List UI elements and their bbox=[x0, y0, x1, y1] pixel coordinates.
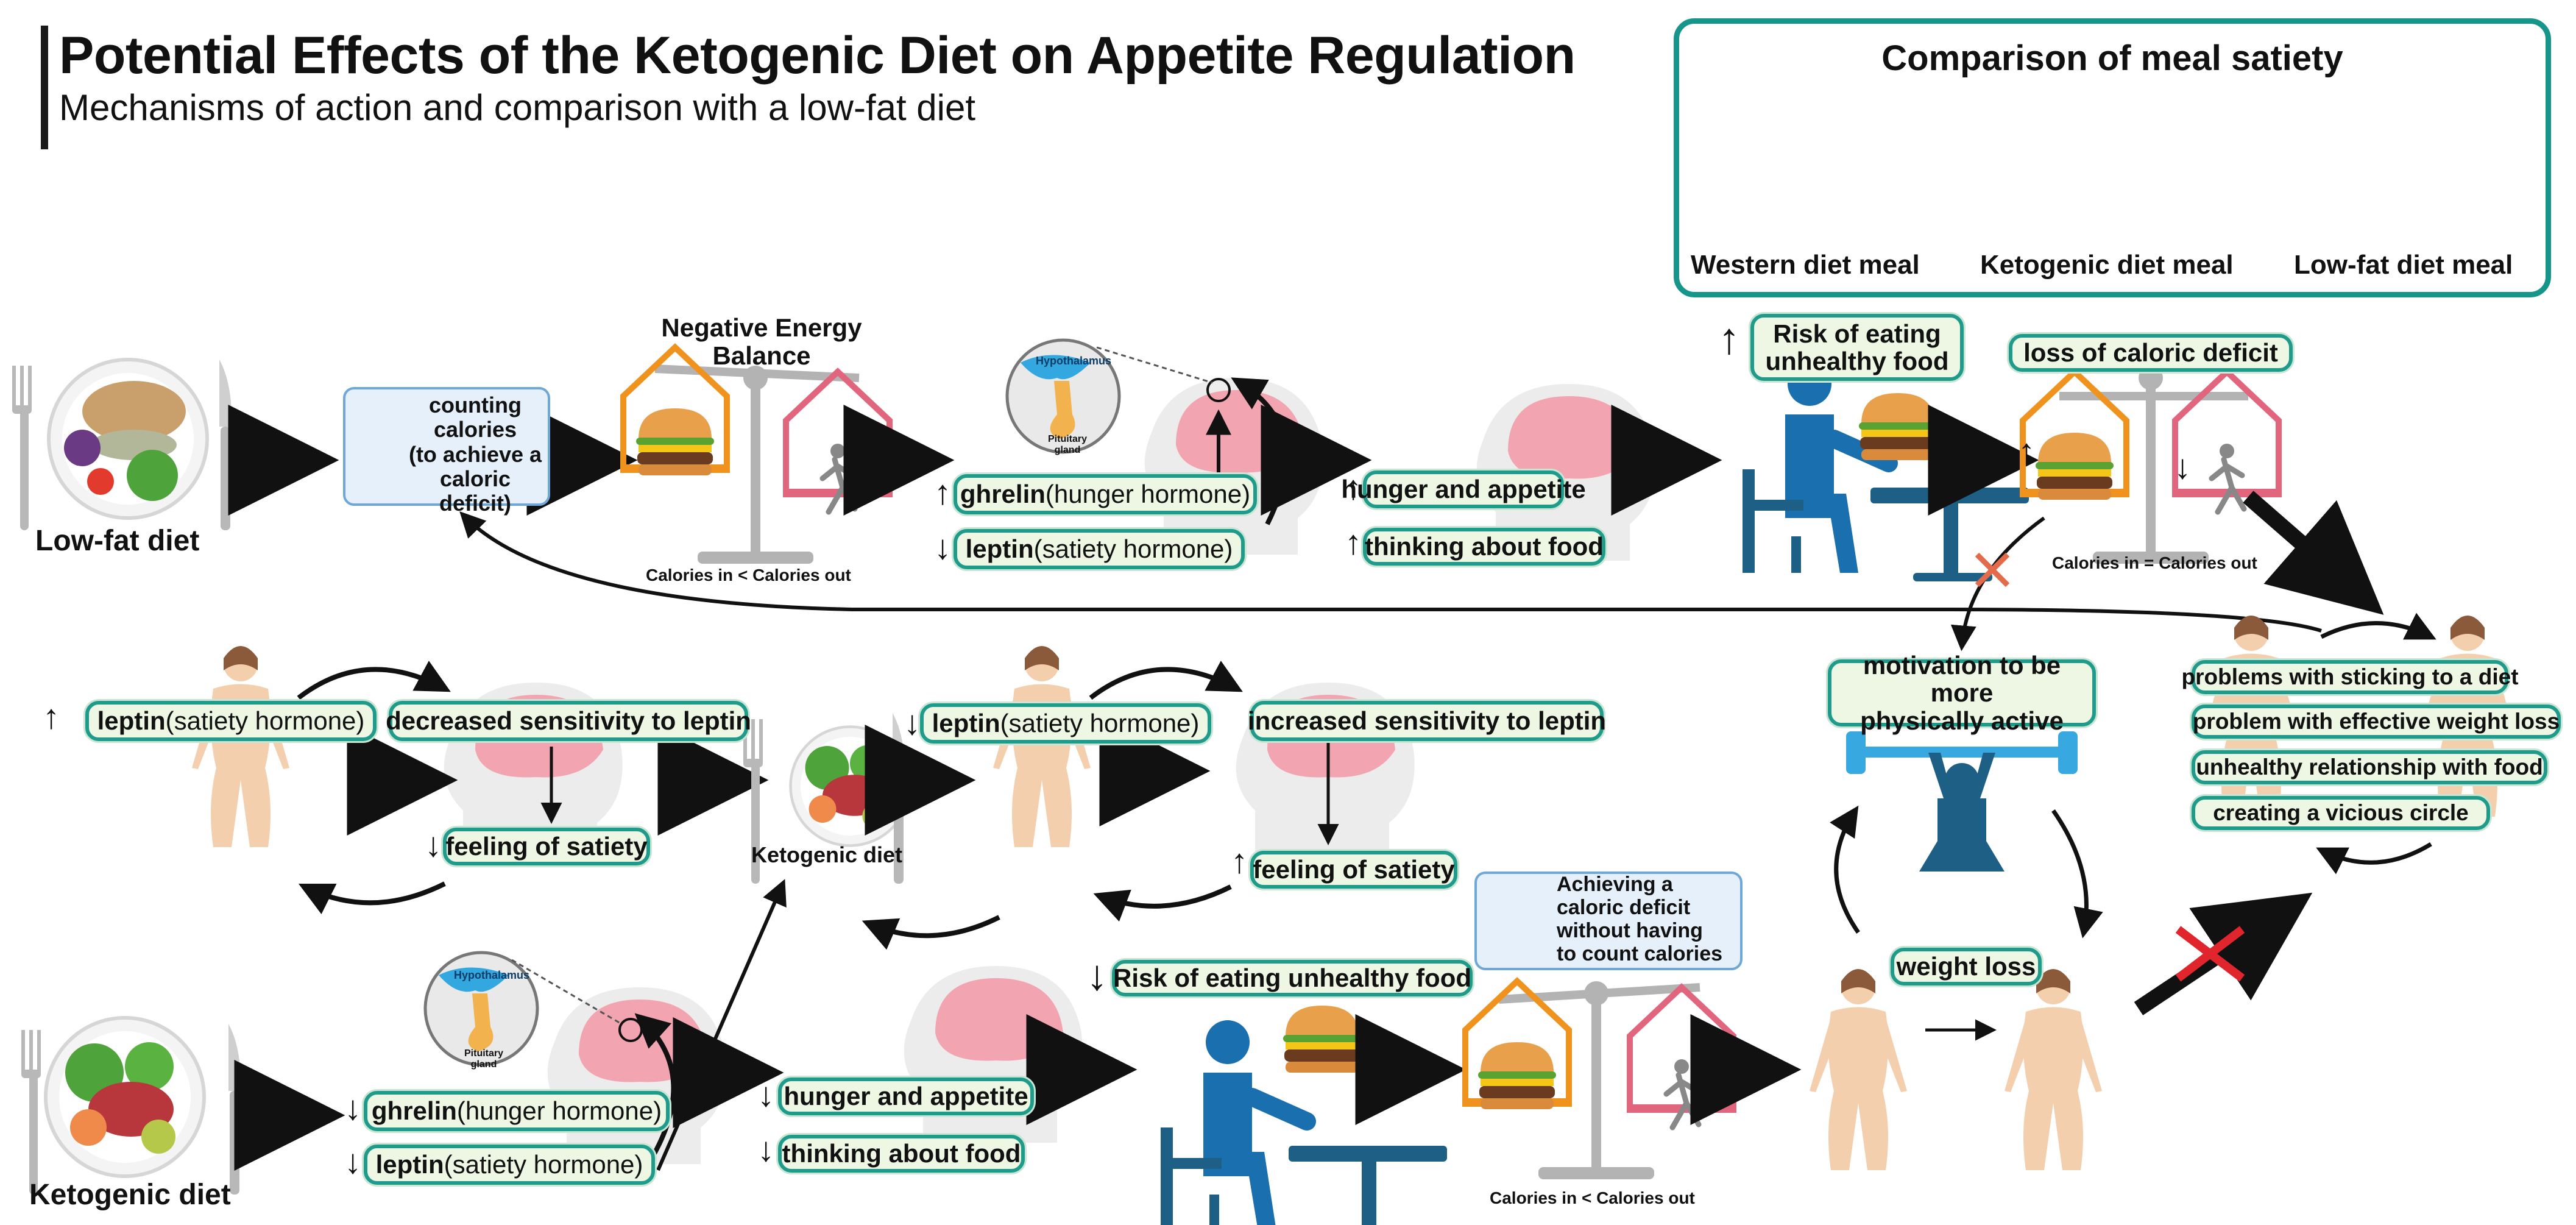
ketogenic-diet-label: Ketogenic diet bbox=[29, 1179, 231, 1211]
lowfat-diet-label: Low-fat diet bbox=[35, 525, 200, 557]
up-arrow-icon: ↑ bbox=[1345, 468, 1362, 506]
down-arrow-icon: ↓ bbox=[757, 1130, 774, 1168]
counting-calories-box bbox=[343, 387, 550, 506]
ketogenic-diet-mid-label: Ketogenic diet bbox=[751, 842, 903, 867]
counting-calories-text: counting calories (to achieve a caloric … bbox=[408, 392, 542, 516]
keto-diet-plate-middle bbox=[791, 727, 910, 846]
comparison-box bbox=[1674, 18, 2551, 297]
motivation-pill: motivation to be more physically active bbox=[1828, 652, 2096, 734]
up-arrow-icon: ↑ bbox=[1231, 842, 1248, 880]
page-subtitle: Mechanisms of action and comparison with… bbox=[59, 87, 976, 128]
scale-caption-equal: Calories in = Calories out bbox=[2052, 553, 2257, 572]
pituitary-label: Pituitary gland bbox=[1048, 434, 1088, 455]
problem-pill: problems with sticking to a diet bbox=[2182, 660, 2519, 694]
pituitary-label: Pituitary gland bbox=[464, 1048, 504, 1070]
up-arrow-icon: ↑ bbox=[2018, 431, 2035, 470]
thinking-pill-lowfat: thinking about food bbox=[1363, 528, 1605, 566]
hunger-pill-lowfat: hunger and appetite bbox=[1341, 470, 1586, 508]
decreased-sensitivity-pill: decreased sensitivity to leptin bbox=[386, 701, 751, 741]
leptin-pill-lowfat: leptin (satiety hormone) bbox=[954, 529, 1245, 569]
hypothalamus-label: Hypothalamus bbox=[1036, 355, 1112, 367]
feeling-satiety-pill-right: feeling of satiety bbox=[1250, 851, 1457, 889]
hypothalamus-label: Hypothalamus bbox=[454, 969, 530, 981]
problem-pill: problem with effective weight loss bbox=[2192, 705, 2561, 739]
leptin-pill-cycle-right: leptin (satiety hormone) bbox=[920, 703, 1211, 744]
hunger-pill-keto: hunger and appetite bbox=[778, 1078, 1034, 1115]
up-arrow-icon: ↑ bbox=[43, 697, 60, 736]
weightlifter-icon bbox=[1846, 731, 2078, 872]
down-arrow-icon: ↓ bbox=[934, 528, 951, 566]
title-accent-bar bbox=[41, 26, 48, 149]
loss-caloric-deficit-pill: loss of caloric deficit bbox=[2009, 334, 2293, 372]
achieving-deficit-box bbox=[1474, 872, 1743, 970]
up-arrow-icon: ↑ bbox=[1718, 314, 1740, 363]
down-arrow-icon: ↓ bbox=[904, 703, 921, 742]
thinking-pill-keto: thinking about food bbox=[778, 1135, 1025, 1173]
down-arrow-icon: ↓ bbox=[425, 825, 442, 864]
keto-diet-plate bbox=[46, 1018, 204, 1176]
ghrelin-pill-keto: ghrelin (hunger hormone) bbox=[364, 1091, 670, 1131]
down-arrow-icon: ↓ bbox=[2174, 447, 2191, 486]
negative-energy-balance-title: Negative Energy Balance bbox=[661, 313, 862, 371]
page-title: Potential Effects of the Ketogenic Diet … bbox=[59, 26, 1576, 85]
up-arrow-icon: ↑ bbox=[1345, 523, 1362, 561]
risk-pill-keto: Risk of eating unhealthy food bbox=[1112, 960, 1473, 996]
leptin-pill-cycle-left: leptin (satiety hormone) bbox=[85, 701, 377, 741]
down-arrow-icon: ↓ bbox=[344, 1142, 361, 1181]
comparison-title: Comparison of meal satiety bbox=[1881, 38, 2343, 78]
ghrelin-pill-lowfat: ghrelin (hunger hormone) bbox=[954, 474, 1257, 514]
lowfat-diet-plate bbox=[49, 360, 207, 518]
risk-pill-lowfat: Risk of eating unhealthy food bbox=[1750, 314, 1964, 381]
down-arrow-icon: ↓ bbox=[757, 1075, 774, 1113]
achieving-deficit-text: Achieving a caloric deficit without havi… bbox=[1557, 873, 1723, 966]
feeling-satiety-pill-left: feeling of satiety bbox=[443, 828, 650, 865]
problem-pill: unhealthy relationship with food bbox=[2192, 750, 2547, 784]
western-meal-label: Western diet meal bbox=[1691, 250, 1920, 280]
up-arrow-icon: ↑ bbox=[934, 473, 951, 511]
weight-loss-pill: weight loss bbox=[1891, 948, 2042, 985]
problem-pill: creating a vicious circle bbox=[2192, 796, 2490, 830]
scale-caption-lowfat: Calories in < Calories out bbox=[646, 566, 851, 584]
leptin-pill-keto: leptin (satiety hormone) bbox=[364, 1145, 655, 1185]
ketogenic-meal-label: Ketogenic diet meal bbox=[1980, 250, 2234, 280]
down-arrow-icon: ↓ bbox=[344, 1088, 361, 1127]
down-arrow-icon: ↓ bbox=[1086, 951, 1108, 999]
scale-caption-keto: Calories in < Calories out bbox=[1490, 1188, 1695, 1207]
lowfat-meal-label: Low-fat diet meal bbox=[2294, 250, 2513, 280]
increased-sensitivity-pill: increased sensitivity to leptin bbox=[1248, 701, 1606, 741]
